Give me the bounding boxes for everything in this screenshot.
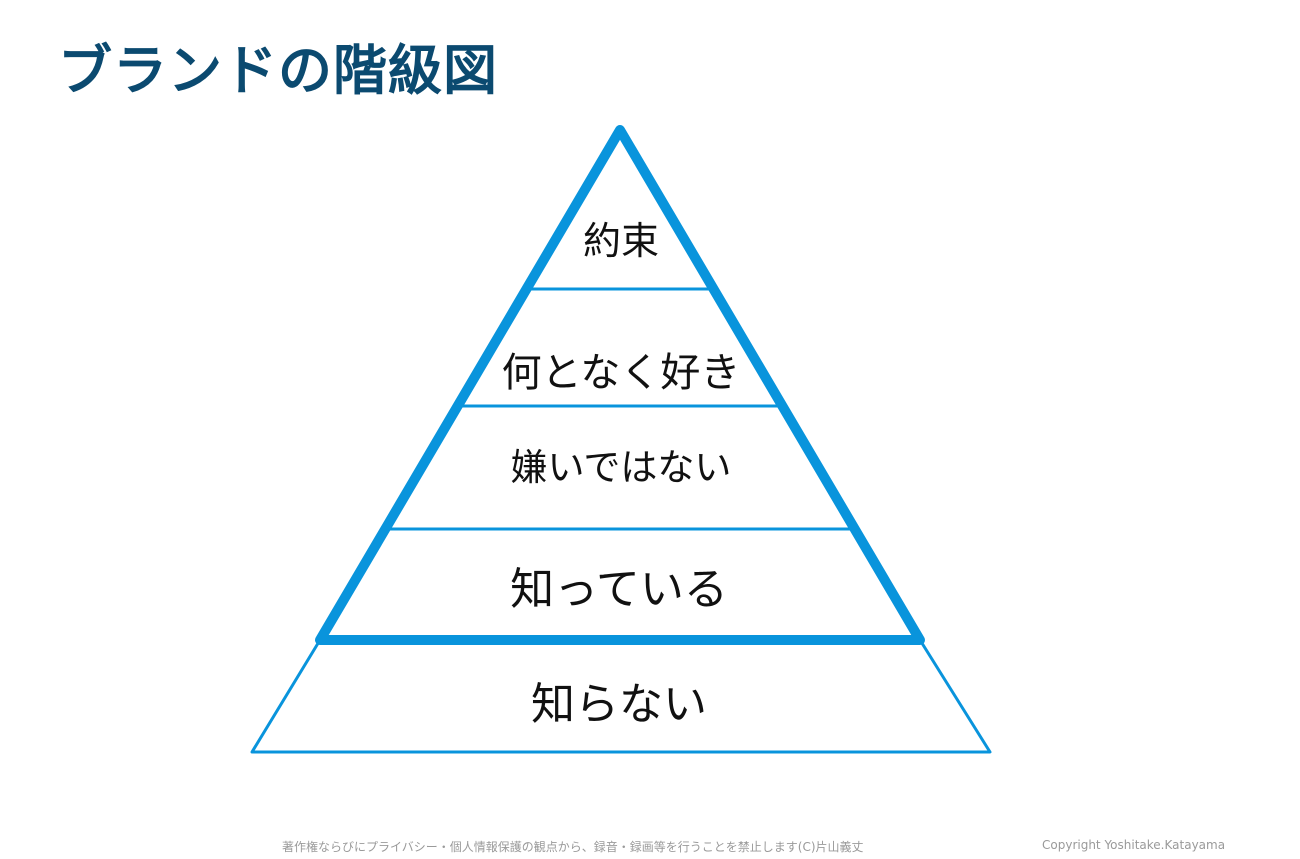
level-know: 知っている bbox=[510, 564, 728, 615]
level-promise: 約束 bbox=[583, 219, 659, 263]
level-not-dislike: 嫌いではない bbox=[511, 446, 732, 489]
page-title: ブランドの階級図 bbox=[58, 39, 498, 102]
pyramid-triangle bbox=[315, 125, 925, 645]
level-somewhat-like: 何となく好き bbox=[502, 350, 741, 396]
footer-notice: 著作権ならびにプライバシー・個人情報保護の観点から、録音・録画等を行うことを禁止… bbox=[282, 840, 864, 854]
footer-copyright: Copyright Yoshitake.Katayama bbox=[1042, 838, 1226, 852]
level-dont-know: 知らない bbox=[531, 679, 707, 730]
